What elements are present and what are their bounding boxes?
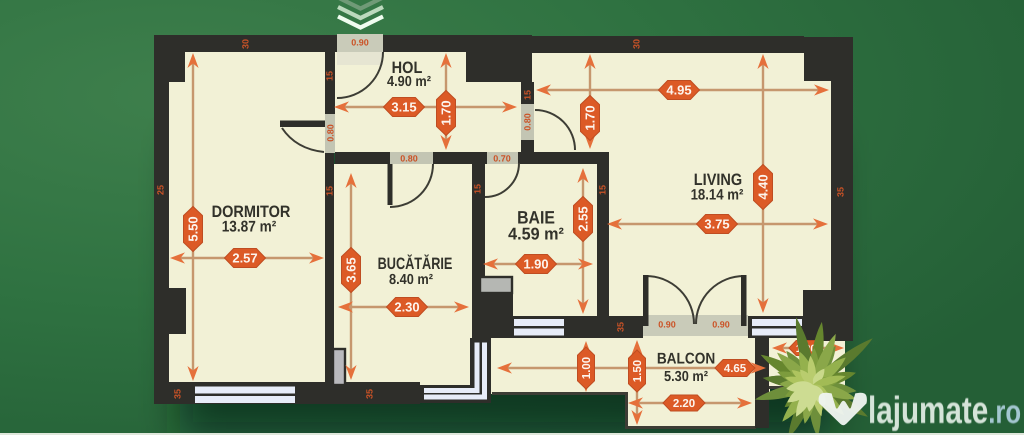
svg-text:1.70: 1.70 <box>439 100 454 125</box>
svg-text:35: 35 <box>835 187 845 197</box>
svg-text:35: 35 <box>172 389 182 399</box>
svg-text:3.75: 3.75 <box>704 217 729 232</box>
svg-text:5.50: 5.50 <box>186 216 201 241</box>
svg-text:BUCĂTĂRIE: BUCĂTĂRIE <box>378 254 453 273</box>
svg-text:8.40 m²: 8.40 m² <box>389 272 433 288</box>
svg-text:4.90 m²: 4.90 m² <box>387 74 431 90</box>
svg-text:4.65: 4.65 <box>724 363 747 375</box>
svg-text:4.40: 4.40 <box>756 174 771 199</box>
svg-text:30: 30 <box>631 39 641 49</box>
svg-text:15: 15 <box>324 71 334 81</box>
svg-text:4.95: 4.95 <box>666 83 691 98</box>
svg-text:15: 15 <box>597 185 607 195</box>
svg-text:13.87 m²: 13.87 m² <box>222 219 277 236</box>
svg-text:30: 30 <box>240 39 250 49</box>
svg-text:BALCON: BALCON <box>657 351 715 368</box>
svg-text:2.57: 2.57 <box>232 251 257 266</box>
svg-text:5.30 m²: 5.30 m² <box>664 369 708 385</box>
svg-text:2.55: 2.55 <box>576 206 591 231</box>
svg-text:3.65: 3.65 <box>344 257 359 282</box>
svg-text:25: 25 <box>155 185 165 195</box>
svg-text:3.15: 3.15 <box>391 100 416 115</box>
svg-text:0.80: 0.80 <box>400 153 418 163</box>
svg-text:2.30: 2.30 <box>394 300 419 315</box>
svg-text:0.90: 0.90 <box>351 37 369 47</box>
svg-text:HOL: HOL <box>392 59 423 77</box>
svg-text:BAIE: BAIE <box>517 207 555 227</box>
svg-text:0.80: 0.80 <box>522 113 532 131</box>
svg-text:0.90: 0.90 <box>658 319 676 329</box>
svg-text:DORMITOR: DORMITOR <box>212 203 291 221</box>
svg-text:15: 15 <box>324 186 334 196</box>
svg-text:2.20: 2.20 <box>673 398 695 410</box>
svg-text:18.14 m²: 18.14 m² <box>691 186 744 203</box>
svg-text:0.80: 0.80 <box>325 124 335 142</box>
svg-text:15: 15 <box>472 184 482 194</box>
svg-text:1.90: 1.90 <box>523 257 548 272</box>
svg-text:1.50: 1.50 <box>632 360 644 382</box>
svg-text:lajumate.ro: lajumate.ro <box>868 390 1021 432</box>
svg-text:4.59 m²: 4.59 m² <box>508 225 564 244</box>
svg-text:1.00: 1.00 <box>581 357 593 379</box>
svg-text:0.70: 0.70 <box>493 153 511 163</box>
svg-text:15: 15 <box>522 90 532 100</box>
svg-text:0.90: 0.90 <box>712 319 730 329</box>
svg-text:35: 35 <box>615 322 625 332</box>
svg-text:LIVING: LIVING <box>694 171 742 189</box>
svg-text:1.70: 1.70 <box>583 105 598 130</box>
svg-text:35: 35 <box>364 389 374 399</box>
